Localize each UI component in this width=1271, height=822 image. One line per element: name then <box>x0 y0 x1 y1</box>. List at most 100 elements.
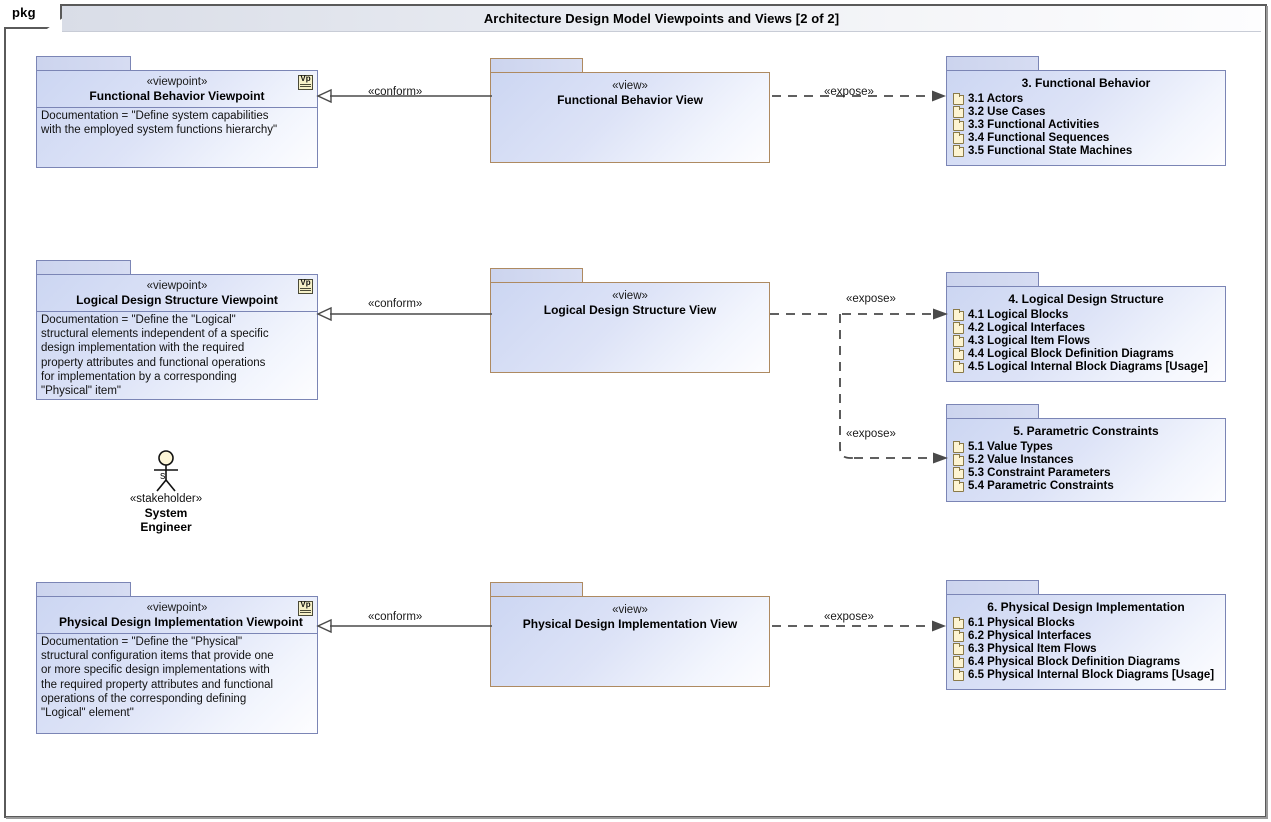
list-item-label: 5.1 Value Types <box>968 441 1053 453</box>
view-functional-behavior[interactable]: «view» Functional Behavior View <box>490 58 770 163</box>
edge-expose-physical <box>772 615 952 637</box>
folder-icon <box>953 453 964 466</box>
node-tab <box>490 268 583 283</box>
list-item[interactable]: 5.1 Value Types <box>953 440 1225 454</box>
list-item-label: 3.1 Actors <box>968 93 1024 105</box>
list-item[interactable]: 6.1 Physical Blocks <box>953 616 1225 630</box>
list-item[interactable]: 3.2 Use Cases <box>953 105 1225 119</box>
folder-icon <box>953 308 964 321</box>
diagram-title: Architecture Design Model Viewpoints and… <box>483 11 840 26</box>
package-parametric-constraints[interactable]: 5. Parametric Constraints 5.1 Value Type… <box>946 404 1226 502</box>
stakeholder-stereotype: «stakeholder» <box>129 493 203 505</box>
node-name: Logical Design Structure Viewpoint <box>76 293 278 307</box>
list-item-label: 3.3 Functional Activities <box>968 119 1100 131</box>
viewpoint-physical-design-implementation[interactable]: «viewpoint» Physical Design Implementati… <box>36 582 318 734</box>
package-logical-design-structure[interactable]: 4. Logical Design Structure 4.1 Logical … <box>946 272 1226 382</box>
folder-icon <box>953 131 964 144</box>
viewpoint-badge-label: Vp <box>300 74 311 83</box>
node-stereotype: «view» <box>612 80 648 92</box>
node-stereotype: «view» <box>612 290 648 302</box>
package-functional-behavior[interactable]: 3. Functional Behavior 3.1 Actors 3.2 Us… <box>946 56 1226 166</box>
folder-icon <box>953 144 964 157</box>
node-body: 4. Logical Design Structure 4.1 Logical … <box>946 286 1226 382</box>
node-body: «viewpoint» Functional Behavior Viewpoin… <box>36 70 318 168</box>
node-tab <box>490 58 583 73</box>
folder-icon <box>953 334 964 347</box>
node-name: Functional Behavior View <box>557 93 703 107</box>
list-item[interactable]: 4.2 Logical Interfaces <box>953 321 1225 335</box>
package-item-list: 4.1 Logical Blocks 4.2 Logical Interface… <box>947 308 1225 380</box>
node-stereotype: «viewpoint» <box>146 76 208 88</box>
folder-icon <box>953 440 964 453</box>
list-item-label: 5.3 Constraint Parameters <box>968 467 1111 479</box>
package-item-list: 3.1 Actors 3.2 Use Cases 3.3 Functional … <box>947 92 1225 164</box>
viewpoint-badge-label: Vp <box>300 600 311 609</box>
list-item-label: 6.3 Physical Item Flows <box>968 643 1097 655</box>
edge-conform-logical <box>316 303 496 325</box>
viewpoint-documentation: Documentation = "Define system capabilit… <box>41 110 278 137</box>
stakeholder-marker: s <box>160 470 166 482</box>
list-item[interactable]: 6.3 Physical Item Flows <box>953 642 1225 656</box>
viewpoint-documentation: Documentation = "Define the "Physical" s… <box>41 636 274 720</box>
pkg-frame-tab <box>4 4 62 29</box>
list-item[interactable]: 3.3 Functional Activities <box>953 118 1225 132</box>
folder-icon <box>953 321 964 334</box>
edge-label-expose: «expose» <box>824 86 874 98</box>
edge-label-expose: «expose» <box>846 293 896 305</box>
view-physical-design-implementation[interactable]: «view» Physical Design Implementation Vi… <box>490 582 770 687</box>
list-item[interactable]: 4.3 Logical Item Flows <box>953 334 1225 348</box>
list-item[interactable]: 4.5 Logical Internal Block Diagrams [Usa… <box>953 360 1225 374</box>
package-item-list: 6.1 Physical Blocks 6.2 Physical Interfa… <box>947 616 1225 688</box>
folder-icon <box>953 105 964 118</box>
node-header: «viewpoint» Functional Behavior Viewpoin… <box>37 71 317 108</box>
list-item-label: 3.5 Functional State Machines <box>968 145 1133 157</box>
list-item-label: 4.1 Logical Blocks <box>968 309 1069 321</box>
node-stereotype: «viewpoint» <box>146 280 208 292</box>
list-item[interactable]: 4.1 Logical Blocks <box>953 308 1225 322</box>
folder-icon <box>953 360 964 373</box>
list-item[interactable]: 5.4 Parametric Constraints <box>953 479 1225 493</box>
viewpoint-functional-behavior[interactable]: «viewpoint» Functional Behavior Viewpoin… <box>36 56 318 168</box>
folder-icon <box>953 479 964 492</box>
list-item[interactable]: 3.1 Actors <box>953 92 1225 106</box>
node-name: Physical Design Implementation View <box>522 617 738 631</box>
list-item-label: 6.4 Physical Block Definition Diagrams <box>968 656 1181 668</box>
folder-icon <box>953 629 964 642</box>
edge-label-conform: «conform» <box>368 611 423 623</box>
list-item[interactable]: 6.2 Physical Interfaces <box>953 629 1225 643</box>
node-header: «view» Physical Design Implementation Vi… <box>491 597 769 636</box>
list-item[interactable]: 6.4 Physical Block Definition Diagrams <box>953 655 1225 669</box>
list-item[interactable]: 5.2 Value Instances <box>953 453 1225 467</box>
list-item[interactable]: 3.4 Functional Sequences <box>953 131 1225 145</box>
list-item[interactable]: 6.5 Physical Internal Block Diagrams [Us… <box>953 668 1225 682</box>
node-name: Logical Design Structure View <box>543 303 717 317</box>
list-item-label: 5.2 Value Instances <box>968 454 1074 466</box>
list-item[interactable]: 5.3 Constraint Parameters <box>953 466 1225 480</box>
list-item[interactable]: 3.5 Functional State Machines <box>953 144 1225 158</box>
diagram-title-band: Architecture Design Model Viewpoints and… <box>62 6 1261 32</box>
list-item[interactable]: 4.4 Logical Block Definition Diagrams <box>953 347 1225 361</box>
node-body: 5. Parametric Constraints 5.1 Value Type… <box>946 418 1226 502</box>
node-tab <box>946 404 1039 419</box>
viewpoint-badge-icon: Vp <box>298 75 313 90</box>
view-logical-design-structure[interactable]: «view» Logical Design Structure View <box>490 268 770 373</box>
pkg-frame-tab-label: pkg <box>12 5 36 20</box>
viewpoint-logical-design-structure[interactable]: «viewpoint» Logical Design Structure Vie… <box>36 260 318 400</box>
stakeholder-system-engineer[interactable]: s «stakeholder» System Engineer <box>120 448 212 534</box>
node-tab <box>36 56 131 71</box>
package-title: 5. Parametric Constraints <box>1013 424 1159 438</box>
list-item-label: 3.4 Functional Sequences <box>968 132 1110 144</box>
node-tab <box>946 272 1039 287</box>
list-item-label: 6.2 Physical Interfaces <box>968 630 1092 642</box>
folder-icon <box>953 655 964 668</box>
list-item-label: 6.5 Physical Internal Block Diagrams [Us… <box>968 669 1215 681</box>
list-item-label: 6.1 Physical Blocks <box>968 617 1075 629</box>
folder-icon <box>953 347 964 360</box>
stakeholder-name-line2: Engineer <box>140 520 192 534</box>
edge-label-conform: «conform» <box>368 298 423 310</box>
folder-icon <box>953 616 964 629</box>
node-name: Physical Design Implementation Viewpoint <box>59 615 303 629</box>
edge-label-expose: «expose» <box>846 428 896 440</box>
package-physical-design-implementation[interactable]: 6. Physical Design Implementation 6.1 Ph… <box>946 580 1226 690</box>
